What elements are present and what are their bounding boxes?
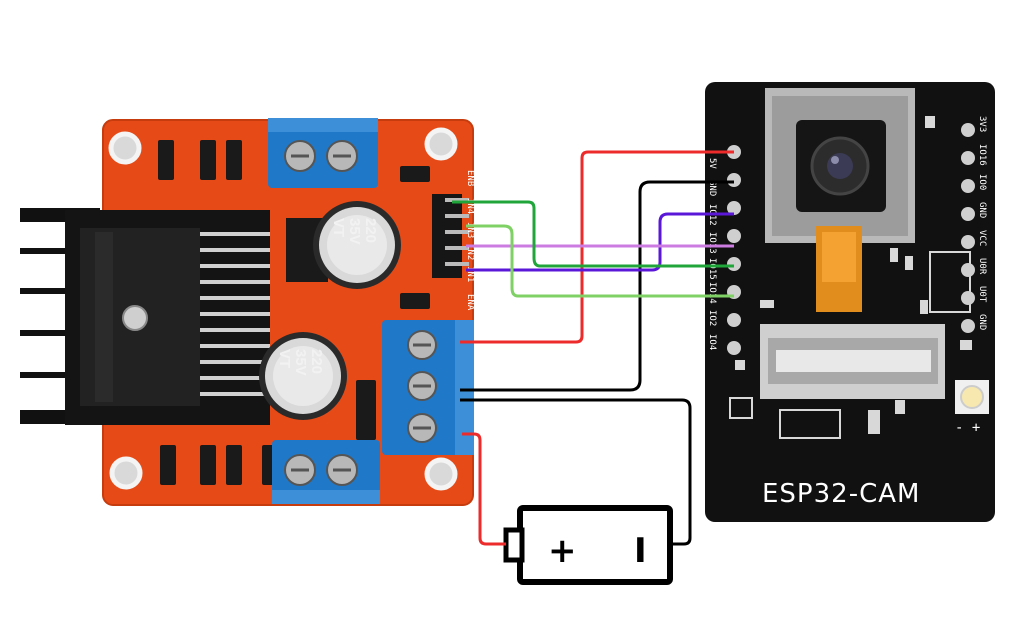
capacitor-2: 220 35V VT <box>259 332 347 420</box>
ribbon-connector <box>760 324 945 399</box>
label-in3: IN3 <box>465 222 475 238</box>
power-terminal <box>382 320 474 455</box>
label-in4: IN4 <box>465 198 475 214</box>
flash-led: - + <box>955 380 989 436</box>
camera-module <box>765 88 915 312</box>
pin-io13: IO13 <box>707 232 717 254</box>
pin-u0t: U0T <box>977 286 987 303</box>
pin-gnd-left: GND <box>707 180 717 196</box>
driver-ic-heatsink <box>65 210 270 425</box>
capacitor-1: 220 35V VT <box>313 201 401 289</box>
pin-io0: IO0 <box>977 174 987 190</box>
esp32-components <box>729 116 972 439</box>
pin-u0r: U0R <box>977 258 987 275</box>
header-labels: ENB IN4 IN3 IN2 IN1 ENA <box>465 170 475 311</box>
top-jumpers <box>158 140 430 182</box>
label-enb: ENB <box>465 170 475 186</box>
mounting-holes <box>108 127 458 491</box>
label-ena: ENA <box>465 294 475 311</box>
esp32-cam-board: - + 5V GND IO12 I <box>705 82 995 522</box>
pin-gnd-r2: GND <box>977 314 987 330</box>
capacitor-1-voltage: 35V <box>346 218 363 245</box>
wire-battery-minus <box>460 398 692 546</box>
capacitor-2-code: VT <box>276 349 293 368</box>
capacitor-2-value: 220 <box>308 349 325 374</box>
battery-terminal <box>503 527 525 563</box>
wire-gnd <box>460 180 734 392</box>
capacitor-1-code: VT <box>330 218 347 237</box>
battery: + I <box>503 505 673 585</box>
pin-3v3: 3V3 <box>977 116 987 132</box>
motor-b-terminal <box>272 440 380 504</box>
pin-5v: 5V <box>707 158 717 169</box>
pin-io4: IO4 <box>707 334 717 350</box>
pin-io14: IO14 <box>707 282 717 304</box>
power-jumper <box>356 380 376 440</box>
capacitor-2-voltage: 35V <box>292 349 309 376</box>
pin-io2: IO2 <box>707 310 717 326</box>
wire-io15 <box>452 200 734 268</box>
l298n-driver-board: 220 35V VT 220 35V VT E <box>20 118 475 506</box>
label-in1: IN1 <box>465 266 475 282</box>
pin-io16: IO16 <box>977 144 987 166</box>
esp32-title: ESP32-CAM <box>762 479 920 509</box>
wire-battery-plus <box>462 432 506 546</box>
pin-vcc: VCC <box>977 230 987 246</box>
wire-io12 <box>466 212 734 272</box>
battery-minus-sign: I <box>634 531 647 571</box>
wires <box>452 150 734 546</box>
esp32-right-pins <box>961 123 975 333</box>
wire-io14 <box>466 224 734 298</box>
motor-a-terminal <box>268 118 378 188</box>
label-in2: IN2 <box>465 244 475 260</box>
battery-plus-sign: + <box>548 531 577 571</box>
driver-ic-legs <box>200 232 270 396</box>
battery-body <box>517 505 673 585</box>
pin-io15: IO15 <box>707 258 717 280</box>
esp32-right-labels: 3V3 IO16 IO0 GND VCC U0R U0T GND <box>977 116 987 330</box>
led-polarity: - + <box>955 420 980 436</box>
pin-gnd-right: GND <box>977 202 987 218</box>
control-header <box>432 194 469 278</box>
capacitor-1-value: 220 <box>362 218 379 243</box>
